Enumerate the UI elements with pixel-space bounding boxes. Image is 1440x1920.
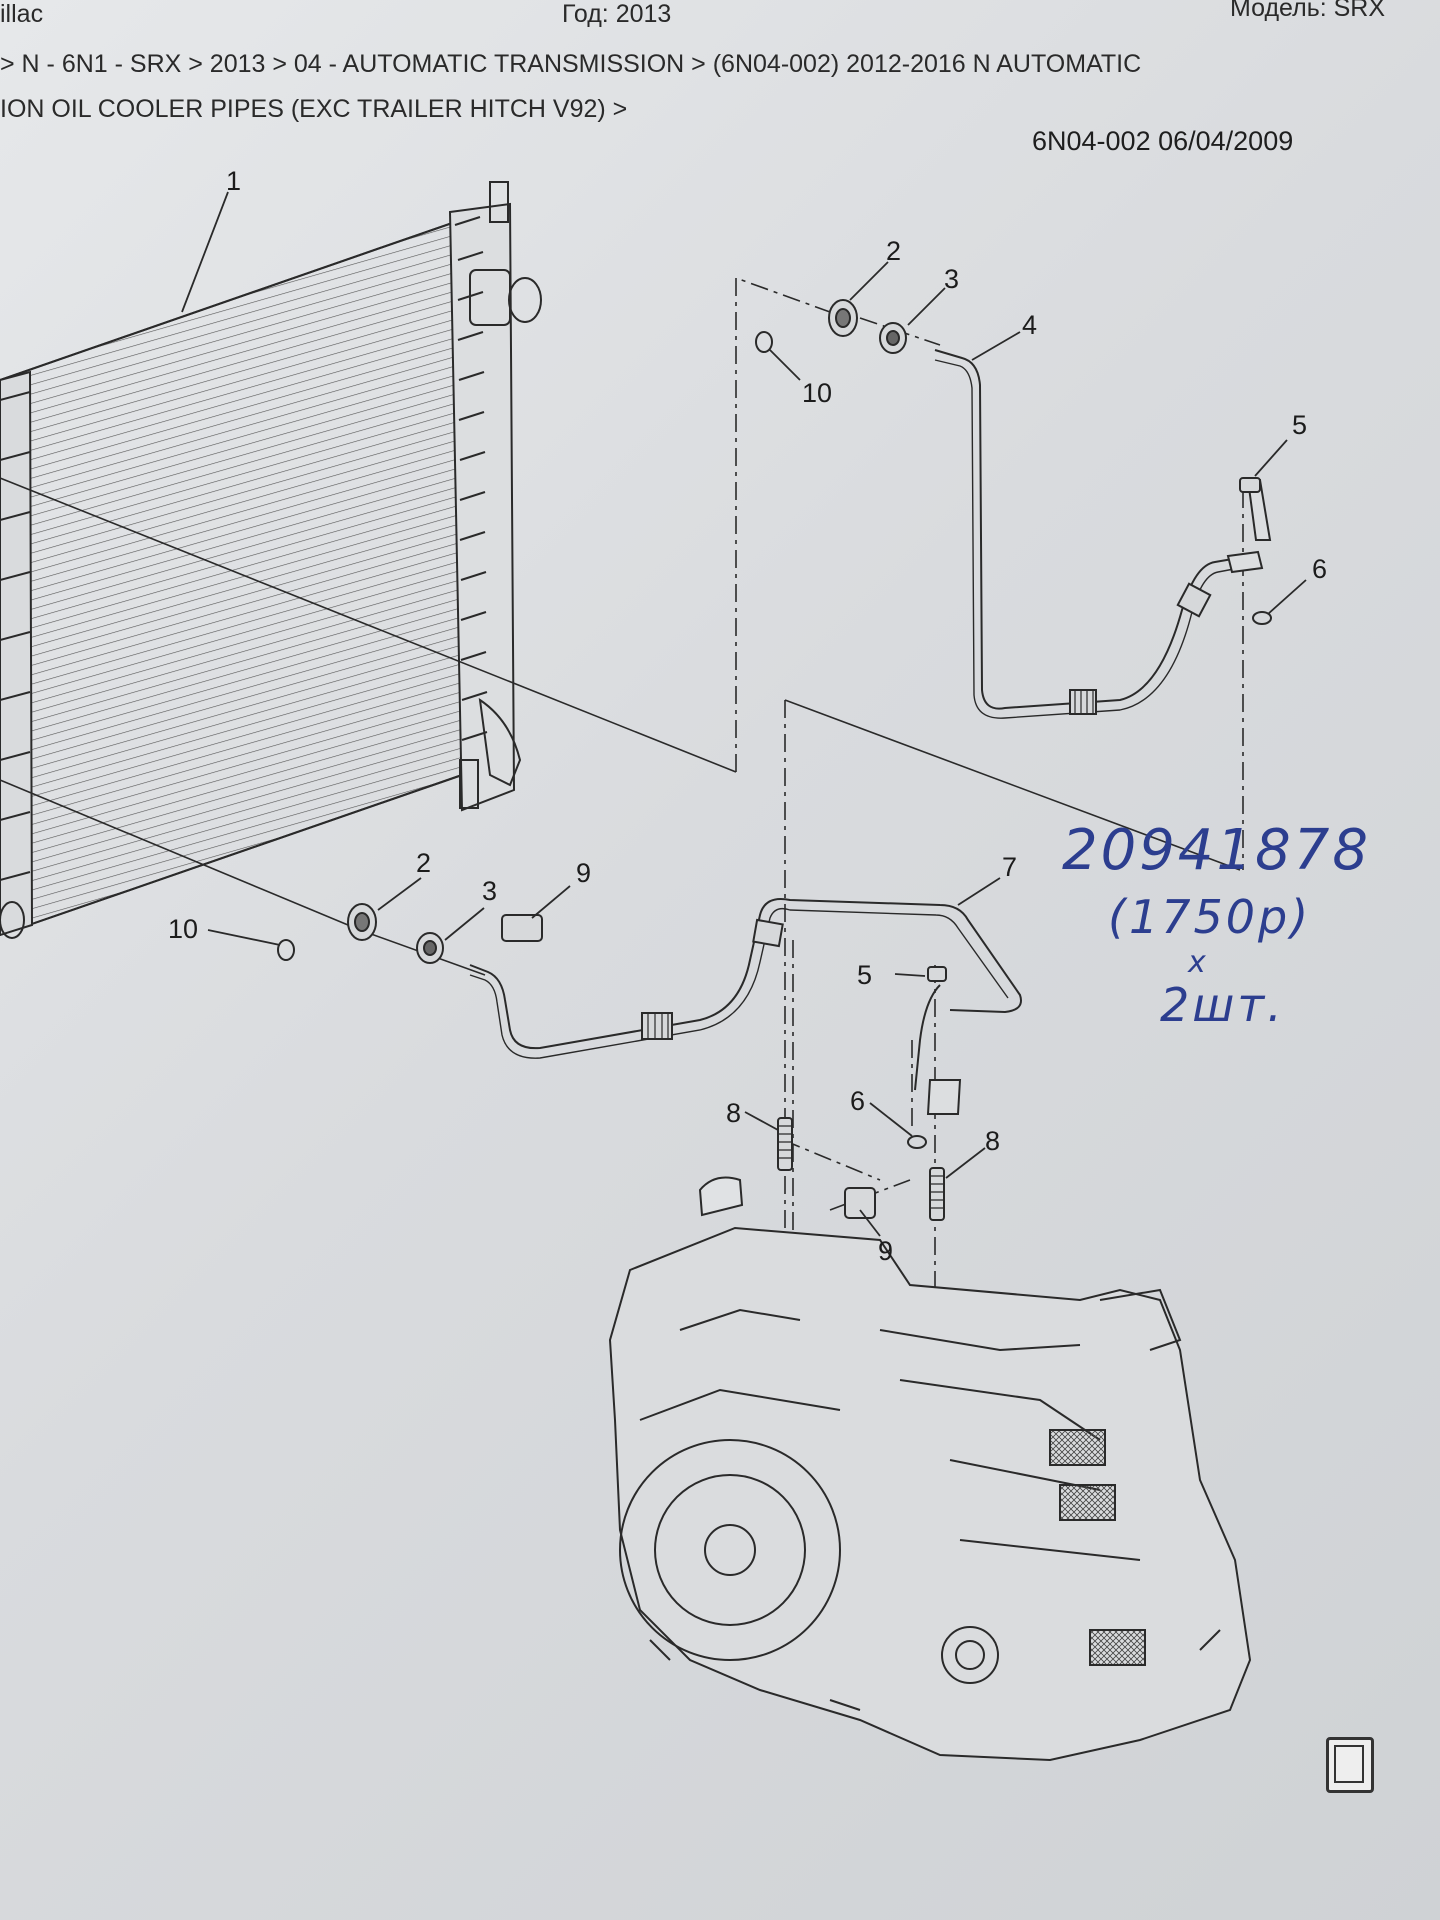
callout-pipe-upper: 4	[1022, 310, 1037, 340]
callout-fitting-upper: 3	[944, 264, 959, 294]
book-icon[interactable]	[1326, 1737, 1374, 1793]
callout-retainer-upper: 10	[802, 378, 832, 408]
leader-lines	[0, 477, 1241, 976]
breadcrumb-line-1[interactable]: > N - 6N1 - SRX > 2013 > 04 - AUTOMATIC …	[0, 50, 1142, 78]
diagram-code: 6N04-002 06/04/2009	[1032, 126, 1294, 156]
callout-seal-lower: 2	[416, 848, 431, 878]
callout-pipe-lower: 7	[1002, 852, 1017, 882]
callout-oring-lower: 6	[850, 1086, 865, 1116]
callout-bracket-lower: 9	[878, 1236, 893, 1266]
lower-cooler-pipe	[469, 898, 1022, 1115]
callout-stud-left: 8	[726, 1098, 741, 1128]
callout-seal-upper: 2	[886, 236, 901, 266]
header-year: Год: 2013	[562, 0, 672, 28]
small-parts	[277, 299, 1272, 1221]
callout-fitting-lower: 3	[482, 876, 497, 906]
handwritten-times: x	[1188, 945, 1209, 980]
header-model: Модель: SRX	[1230, 0, 1386, 22]
callout-clip-lower: 5	[857, 960, 872, 990]
callout-leaders	[181, 191, 1307, 1237]
callout-oring-upper: 6	[1312, 554, 1327, 584]
radiator	[0, 181, 542, 939]
callout-retainer-lower: 10	[168, 914, 198, 944]
header-make: illac	[0, 0, 44, 28]
callout-bracket-upper: 9	[576, 858, 591, 888]
transmission-assembly	[608, 1176, 1252, 1762]
upper-cooler-pipe	[934, 349, 1272, 719]
callout-clip-upper: 5	[1292, 410, 1307, 440]
breadcrumb-line-2[interactable]: ION OIL COOLER PIPES (EXC TRAILER HITCH …	[0, 95, 628, 123]
callout-radiator: 1	[226, 166, 241, 196]
callout-numbers: 1 2 3 4 5 6 10 2 3 9 10 7 5 6 8 8 9	[168, 166, 1327, 1266]
callout-stud-right: 8	[985, 1126, 1000, 1156]
handwritten-part-number: 20941878	[1062, 818, 1372, 883]
handwritten-price: (1750р)	[1108, 890, 1312, 944]
handwritten-quantity: 2шт.	[1160, 978, 1285, 1032]
